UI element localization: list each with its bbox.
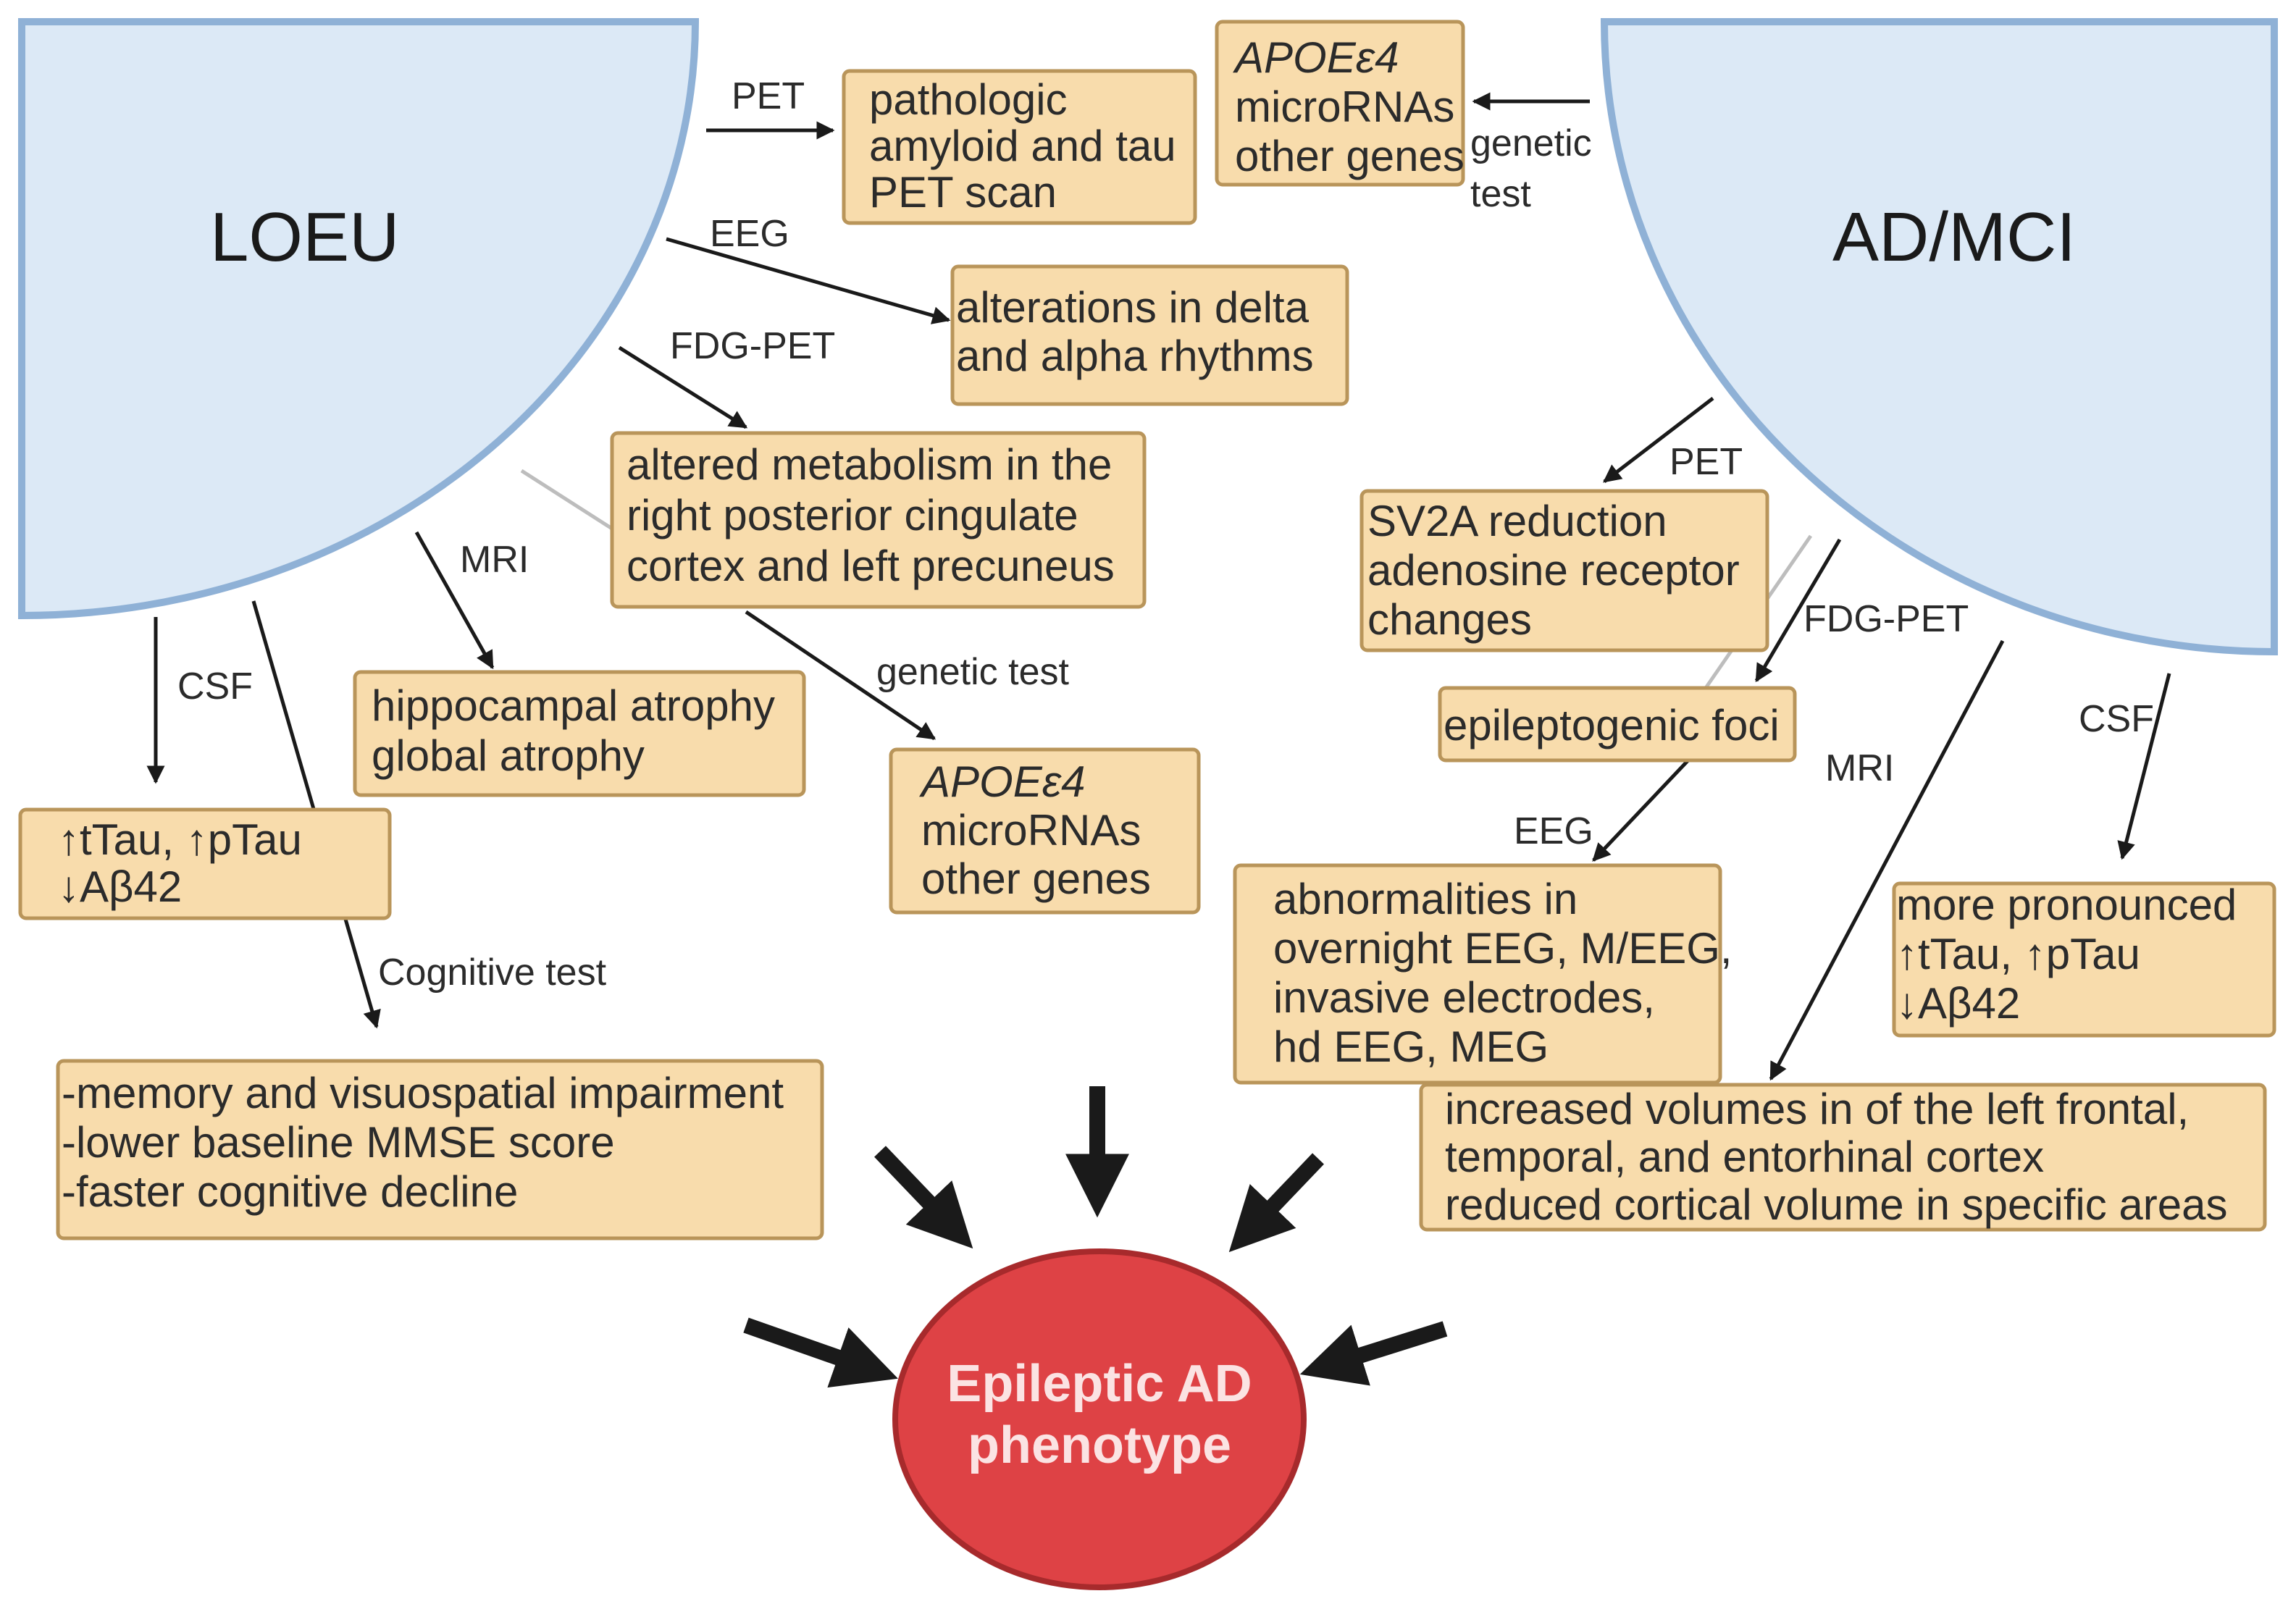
box-loeu-pet-line3: PET scan [869,168,1057,217]
box-ad-mri-line3: reduced cortical volume in specific area… [1445,1180,2228,1229]
ad-fdg-label: FDG-PET [1803,598,1969,640]
box-ad-eeg-line2: overnight EEG, M/EEG, [1273,924,1733,973]
box-loeu-cognitive-line2: -lower baseline MMSE score [62,1118,615,1167]
thick-arrow-right [1299,1321,1448,1386]
box-loeu-cognitive-line1: -memory and visuospatial impairment [62,1069,784,1117]
ad-eeg-arrow [1592,748,1700,862]
loeu-genetic-arrow [745,610,937,741]
loeu-eeg-label: EEG [710,213,789,255]
box-loeu-mri: hippocampal atrophy global atrophy [353,670,806,797]
loeu-eeg-arrow [666,237,951,324]
box-ad-csf-line2: ↑tTau, ↑pTau [1896,930,2140,978]
box-ad-eeg-line3: invasive electrodes, [1273,973,1655,1022]
loeu-fdg-arrow [618,345,748,429]
box-ad-mri: increased volumes in of the left frontal… [1419,1083,2267,1232]
center-title-line1: Epileptic AD [947,1355,1252,1413]
box-ad-eeg: abnormalities in overnight EEG, M/EEG, i… [1233,863,1733,1085]
ad-csf-arrow [2117,673,2171,860]
box-ad-pet-line3: changes [1367,595,1532,644]
ad-fdg-arrow [1754,538,1842,683]
ad-pet-label: PET [1669,441,1743,483]
box-loeu-mri-line1: hippocampal atrophy [372,681,775,730]
box-loeu-csf-line2: ↓Aβ42 [58,862,182,911]
loeu-pet-label: PET [732,75,805,117]
ad-mci-lobe [1600,18,2278,656]
box-loeu-genetic: APOEε4 microRNAs other genes [889,747,1201,915]
box-loeu-genetic-line2: microRNAs [921,806,1141,855]
box-loeu-csf-line1: ↑tTau, ↑pTau [58,815,302,864]
box-loeu-pet-line2: amyloid and tau [869,122,1176,170]
ad-mri-arrow [1769,639,2005,1081]
box-ad-fdg: epileptogenic foci [1438,686,1797,763]
ad-pet-arrow [1603,397,1714,483]
box-ad-eeg-line1: abnormalities in [1273,875,1578,923]
center-node: Epileptic AD phenotype [892,1248,1307,1590]
box-ad-mri-line2: temporal, and entorhinal cortex [1445,1133,2044,1181]
box-loeu-fdg: altered metabolism in the right posterio… [610,431,1147,609]
ad-genetic-label-line1: genetic [1470,122,1592,164]
loeu-csf-label: CSF [177,665,253,707]
box-ad-genetic-line2: microRNAs [1235,83,1454,131]
ad-mri-label: MRI [1825,747,1894,789]
box-loeu-cognitive: -memory and visuospatial impairment -low… [56,1059,824,1240]
box-loeu-genetic-line1: APOEε4 [919,757,1085,806]
box-ad-pet-line2: adenosine receptor [1367,546,1740,595]
box-loeu-eeg: alterations in delta and alpha rhythms [950,264,1349,406]
box-loeu-eeg-line1: alterations in delta [956,283,1310,332]
box-loeu-csf: ↑tTau, ↑pTau ↓Aβ42 [18,807,392,920]
box-ad-eeg-line4: hd EEG, MEG [1273,1023,1549,1071]
box-ad-genetic-line3: other genes [1235,132,1465,180]
box-loeu-eeg-line2: and alpha rhythms [956,332,1314,380]
ad-genetic-label-line2: test [1470,173,1531,215]
ad-csf-label: CSF [2079,698,2154,740]
loeu-lobe [18,18,700,620]
ad-eeg-label: EEG [1514,810,1593,852]
loeu-gray-connector [520,469,613,531]
box-loeu-pet-line1: pathologic [869,75,1068,124]
box-ad-csf: more pronounced ↑tTau, ↑pTau ↓Aβ42 [1892,881,2276,1038]
loeu-mri-label: MRI [460,539,529,581]
thick-arrow-upper-right [1228,1153,1324,1253]
box-ad-genetic: APOEε4 microRNAs other genes [1215,20,1465,187]
loeu-title: LOEU [210,198,399,276]
loeu-mri-arrow [414,531,495,670]
loeu-fdg-label: FDG-PET [670,325,835,367]
box-ad-mri-line1: increased volumes in of the left frontal… [1445,1085,2189,1133]
ad-mci-title: AD/MCI [1832,198,2076,276]
loeu-genetic-label: genetic test [876,651,1069,693]
box-loeu-mri-line2: global atrophy [372,731,645,780]
loeu-cognitive-label: Cognitive test [378,952,607,994]
box-loeu-fdg-line3: cortex and left precuneus [627,542,1115,590]
thick-arrow-upper-left [874,1146,973,1249]
box-ad-csf-line1: more pronounced [1896,881,2237,929]
box-loeu-cognitive-line3: -faster cognitive decline [62,1167,518,1216]
box-loeu-pet: pathologic amyloid and tau PET scan [842,69,1197,225]
box-ad-pet-line1: SV2A reduction [1367,497,1667,545]
box-ad-fdg-line1: epileptogenic foci [1444,701,1780,749]
box-ad-genetic-line1: APOEε4 [1233,33,1399,82]
box-ad-pet: SV2A reduction adenosine receptor change… [1359,489,1769,652]
box-loeu-genetic-line3: other genes [921,855,1151,903]
box-loeu-fdg-line2: right posterior cingulate [627,491,1078,539]
thick-arrow-left [743,1317,898,1388]
box-ad-csf-line3: ↓Aβ42 [1896,979,2020,1028]
center-title-line2: phenotype [968,1416,1231,1474]
box-loeu-fdg-line1: altered metabolism in the [627,440,1112,489]
